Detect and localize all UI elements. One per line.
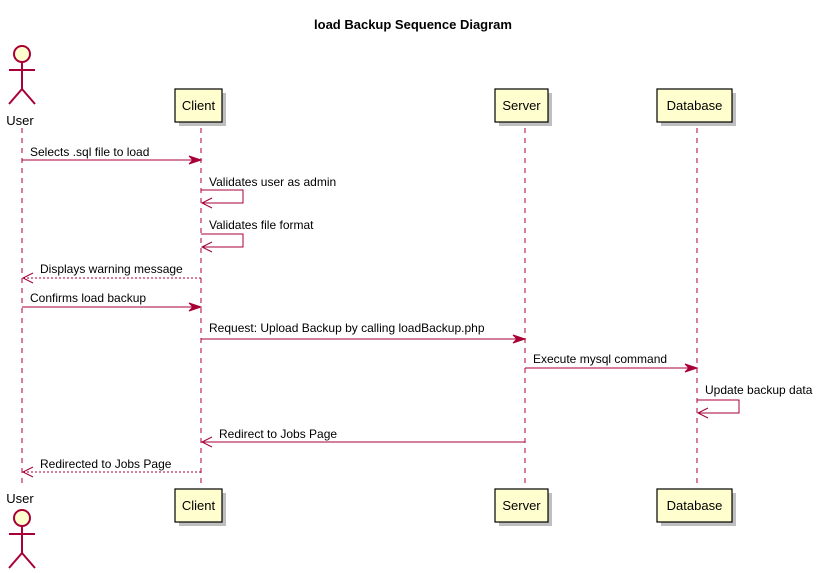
message-label: Redirect to Jobs Page [219, 427, 337, 441]
message-label: Request: Upload Backup by calling loadBa… [209, 321, 485, 335]
message-label: Execute mysql command [533, 352, 667, 366]
arrowhead-icon [684, 363, 699, 373]
message-redirected-jobs-page: Redirected to Jobs Page [21, 457, 201, 478]
user-actor-bottom-head-icon [13, 509, 31, 527]
message-label: Confirms load backup [30, 291, 146, 305]
message-label: Update backup data [705, 383, 813, 397]
user-actor-head-icon [13, 45, 31, 63]
server-label-top: Server [502, 98, 541, 113]
user-actor-bottom: User [6, 491, 36, 569]
open-arrowhead-icon [21, 466, 34, 478]
message-label: Redirected to Jobs Page [40, 457, 172, 471]
open-arrowhead-icon [696, 407, 709, 419]
message-label: Displays warning message [40, 262, 183, 276]
server-label-bottom: Server [502, 498, 541, 513]
message-label: Selects .sql file to load [30, 145, 149, 159]
message-redirect-jobs-page: Redirect to Jobs Page [200, 427, 525, 448]
database-box-bottom: Database [656, 488, 736, 526]
message-selects-sql-file: Selects .sql file to load [22, 145, 203, 165]
client-label-top: Client [182, 98, 216, 113]
user-label-bottom: User [6, 491, 34, 506]
open-arrowhead-icon [200, 197, 213, 209]
open-arrowhead-icon [200, 436, 213, 448]
message-upload-backup-request: Request: Upload Backup by calling loadBa… [201, 321, 527, 344]
message-execute-mysql: Execute mysql command [525, 352, 699, 373]
message-update-backup-data: Update backup data [696, 383, 813, 419]
message-validates-file-format: Validates file format [200, 218, 314, 253]
client-box-top: Client [174, 88, 226, 126]
user-label-top: User [6, 113, 34, 128]
message-displays-warning: Displays warning message [21, 262, 201, 284]
arrowhead-icon [188, 302, 203, 312]
message-validates-user-admin: Validates user as admin [200, 175, 336, 209]
arrowhead-icon [188, 155, 203, 165]
message-label: Validates user as admin [209, 175, 336, 189]
client-box-bottom: Client [174, 488, 226, 526]
diagram-title: load Backup Sequence Diagram [314, 17, 512, 32]
open-arrowhead-icon [21, 272, 34, 284]
arrowhead-icon [512, 334, 527, 344]
database-box-top: Database [656, 88, 736, 126]
client-label-bottom: Client [182, 498, 216, 513]
database-label-bottom: Database [667, 498, 723, 513]
server-box-top: Server [494, 88, 552, 126]
message-label: Validates file format [209, 218, 314, 232]
open-arrowhead-icon [200, 241, 213, 253]
message-confirms-load-backup: Confirms load backup [22, 291, 203, 312]
database-label-top: Database [667, 98, 723, 113]
server-box-bottom: Server [494, 488, 552, 526]
user-actor-top: User [6, 45, 36, 128]
